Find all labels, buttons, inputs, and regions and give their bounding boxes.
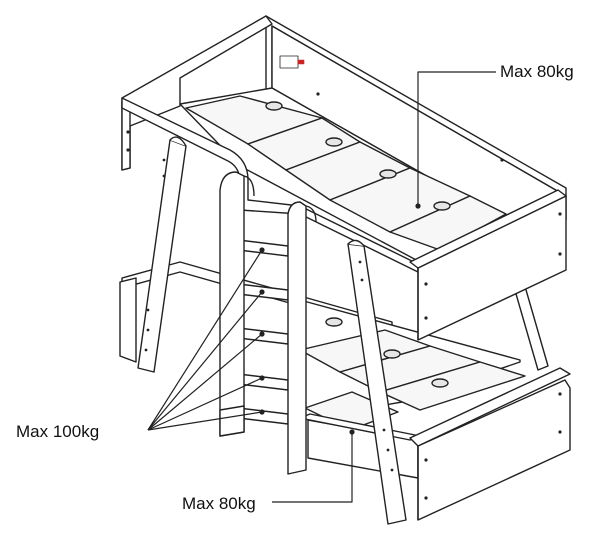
callout-lines: [147, 71, 496, 503]
lower-right-end-top: [409, 367, 571, 447]
top-bunk-weight-label: Max 80kg: [500, 62, 574, 81]
lower-left-end-panel: [119, 277, 137, 363]
safety-tag: [279, 55, 299, 69]
hole-icon: [265, 101, 283, 111]
hole-icon: [433, 201, 451, 211]
ladder-hook: [243, 175, 255, 197]
ladder: [219, 171, 317, 475]
lower-slat: [379, 361, 526, 411]
callout-step: [147, 333, 263, 431]
callout-dot: [349, 429, 355, 435]
callout-dot: [259, 331, 265, 337]
hole-icon: [431, 378, 449, 388]
ladder-left-post: [219, 171, 245, 437]
ladder-right-post: [287, 201, 307, 475]
callout-dot: [259, 289, 265, 295]
ladder-hook: [305, 205, 317, 223]
callout-dot: [259, 409, 265, 415]
callout-step: [147, 411, 263, 431]
left-end-leg: [137, 139, 187, 373]
hole-icon: [325, 137, 343, 147]
ladder-left-post-base: [219, 405, 245, 437]
callout-bottom: [272, 432, 353, 503]
upper-left-end-face: [121, 101, 131, 171]
left-end-leg-top: [169, 136, 187, 147]
hole-icon: [383, 349, 401, 359]
callout-step: [147, 249, 263, 431]
bottom-bunk-weight-label: Max 80kg: [182, 494, 256, 513]
right-front-leg-top: [347, 239, 365, 247]
callout-top: [417, 71, 496, 206]
callout-dot: [415, 203, 421, 209]
hole-icon: [325, 317, 343, 327]
callout-step: [147, 377, 263, 431]
safety-tag-red: [297, 59, 305, 65]
upper-bunk: [121, 15, 567, 500]
ladder-steps-weight-label: Max 100kg: [16, 422, 100, 441]
callout-dot: [259, 375, 265, 381]
upper-right-end-top: [409, 189, 567, 269]
callout-step: [147, 291, 263, 431]
callout-dot: [259, 247, 265, 253]
hole-icon: [379, 169, 397, 179]
